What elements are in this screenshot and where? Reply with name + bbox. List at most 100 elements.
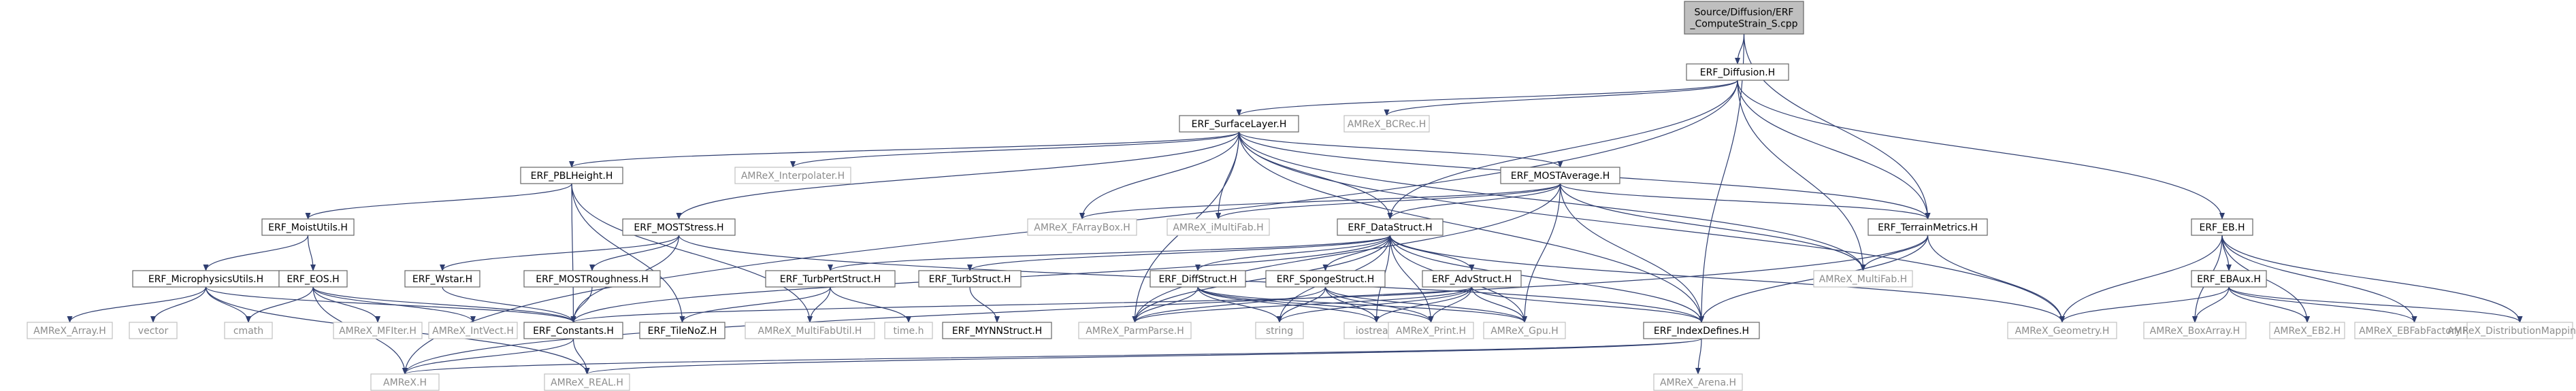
node-erf_mostaverage[interactable]: ERF_MOSTAverage.H: [1500, 167, 1620, 184]
edge-erf_mostaverage-to-amrex_gpu: [1522, 183, 1561, 323]
edge-erf_ebaux-to-amrex_geometry: [2059, 286, 2230, 323]
node-amrex_real: AMReX_REAL.H: [544, 373, 630, 391]
edge-erf_diffstruct-to-amrex_parmparse: [1132, 286, 1199, 323]
node-erf_microphysicsutils[interactable]: ERF_MicrophysicsUtils.H: [132, 270, 280, 288]
node-label-amrex_multifab: AMReX_MultiFab.H: [1819, 274, 1907, 285]
node-amrex_geometry: AMReX_Geometry.H: [2007, 322, 2117, 339]
node-amrex_multifabutil: AMReX_MultiFabUtil.H: [745, 322, 875, 339]
node-erf_datastruct[interactable]: ERF_DataStruct.H: [1337, 218, 1444, 236]
edge-erf_eb-to-amrex_distributionmapping: [2221, 235, 2523, 323]
node-box-amrex_distributionmapping: [2466, 322, 2573, 339]
edge-erf_surfacelayer-to-erf_pblheight: [569, 131, 1240, 168]
node-label-erf_mostroughness: ERF_MOSTRoughness.H: [536, 274, 649, 285]
node-erf_mostroughness[interactable]: ERF_MOSTRoughness.H: [523, 270, 661, 288]
node-box-amrex_print: [1388, 322, 1474, 339]
node-erf_turbpertstruct[interactable]: ERF_TurbPertStruct.H: [765, 270, 896, 288]
node-amrex_h: AMReX.H: [370, 373, 440, 391]
node-box-vector: [129, 322, 178, 339]
node-erf_constants[interactable]: ERF_Constants.H: [523, 322, 623, 339]
node-label-erf_diffusion: ERF_Diffusion.H: [1700, 67, 1775, 78]
node-erf_surfacelayer[interactable]: ERF_SurfaceLayer.H: [1179, 115, 1299, 133]
node-label-time_h: time.h: [894, 326, 924, 337]
node-box-amrex_imultifab: [1167, 218, 1270, 236]
node-label-amrex_interpolater: AMReX_Interpolater.H: [741, 171, 845, 182]
edge-erf_pblheight-to-erf_tilenoz: [571, 183, 685, 323]
node-amrex_array: AMReX_Array.H: [27, 322, 113, 339]
node-erf_eb[interactable]: ERF_EB.H: [2191, 218, 2253, 236]
edge-erf_mostaverage-to-erf_indexdefines: [1559, 183, 1704, 323]
edge-erf_diffusion-to-amrex_bcrec: [1384, 80, 1738, 116]
node-label-erf_terrainmetrics: ERF_TerrainMetrics.H: [1878, 222, 1978, 233]
node-label-erf_indexdefines: ERF_IndexDefines.H: [1654, 326, 1749, 337]
node-box-erf_moistutils: [261, 218, 355, 236]
edge-erf_ebaux-to-amrex_eb2: [2228, 286, 2310, 323]
node-amrex_multifab: AMReX_MultiFab.H: [1813, 270, 1913, 288]
edge-erf_diffstruct-to-amrex_print: [1197, 286, 1434, 323]
node-box-amrex_intvect: [428, 322, 518, 339]
edge-erf_surfacelayer-to-amrex_geometry: [1238, 131, 2065, 323]
node-time_h: time.h: [884, 322, 933, 339]
node-erf_diffusion[interactable]: ERF_Diffusion.H: [1686, 63, 1789, 81]
edge-erf_moistutils-to-erf_eos: [307, 235, 316, 271]
node-label-amrex_multifabutil: AMReX_MultiFabUtil.H: [758, 326, 862, 337]
node-amrex_gpu: AMReX_Gpu.H: [1483, 322, 1566, 339]
node-erf_wstar[interactable]: ERF_Wstar.H: [404, 270, 480, 288]
edge-erf_eos-to-cmath: [246, 286, 314, 323]
edge-erf_diffstruct-to-amrex_gpu: [1197, 286, 1527, 323]
node-amrex_intvect: AMReX_IntVect.H: [428, 322, 518, 339]
node-label-iostream: iostream: [1356, 326, 1398, 337]
node-erf_ebaux[interactable]: ERF_EBAux.H: [2191, 270, 2267, 288]
node-box-erf_wstar: [404, 270, 480, 288]
node-amrex_boxarray: AMReX_BoxArray.H: [2143, 322, 2247, 339]
node-amrex_farraybox: AMReX_FArrayBox.H: [1027, 218, 1137, 236]
node-label-erf_mostaverage: ERF_MOSTAverage.H: [1511, 171, 1610, 182]
node-box-root: [1684, 1, 1804, 35]
node-erf_indexdefines[interactable]: ERF_IndexDefines.H: [1643, 322, 1760, 339]
node-label-erf_eos: ERF_EOS.H: [287, 274, 339, 285]
node-erf_moststress[interactable]: ERF_MOSTStress.H: [622, 218, 736, 236]
edge-erf_datastruct-to-erf_diffstruct: [1195, 235, 1391, 271]
node-erf_moistutils[interactable]: ERF_MoistUtils.H: [261, 218, 355, 236]
edge-erf_diffusion-to-erf_surfacelayer: [1236, 80, 1738, 116]
edge-erf_datastruct-to-erf_turbpertstruct: [828, 235, 1391, 271]
edge-erf_diffstruct-to-string: [1197, 286, 1282, 323]
node-root[interactable]: Source/Diffusion/ERF_ComputeStrain_S.cpp: [1684, 1, 1804, 35]
node-label-erf_moststress: ERF_MOSTStress.H: [634, 222, 723, 233]
node-amrex_bcrec: AMReX_BCRec.H: [1343, 115, 1430, 133]
node-erf_eos[interactable]: ERF_EOS.H: [278, 270, 348, 288]
edge-erf_datastruct-to-amrex_parmparse: [1132, 235, 1391, 323]
node-label-erf_mynnstruct: ERF_MYNNStruct.H: [952, 326, 1042, 337]
node-label-string: string: [1266, 326, 1293, 337]
node-erf_turbstruct[interactable]: ERF_TurbStruct.H: [918, 270, 1022, 288]
node-box-erf_surfacelayer: [1179, 115, 1299, 133]
node-box-amrex_geometry: [2007, 322, 2117, 339]
node-amrex_distributionmapping: AMReX_DistributionMapping.H: [2447, 322, 2576, 339]
edge-erf_microphysicsutils-to-amrex_array: [67, 286, 207, 323]
edge-erf_ebaux-to-amrex_boxarray: [2192, 286, 2230, 323]
edge-erf_wstar-to-erf_constants: [442, 286, 576, 323]
node-erf_tilenoz[interactable]: ERF_TileNoZ.H: [639, 322, 725, 339]
node-label-amrex_gpu: AMReX_Gpu.H: [1490, 326, 1559, 337]
edge-erf_advstruct-to-amrex_parmparse: [1132, 286, 1473, 323]
node-box-amrex_bcrec: [1343, 115, 1430, 133]
node-label-cmath: cmath: [233, 326, 263, 337]
node-label-amrex_boxarray: AMReX_BoxArray.H: [2150, 326, 2240, 337]
edge-erf_eos-to-erf_constants: [312, 286, 576, 323]
node-label-amrex_h: AMReX.H: [383, 377, 427, 388]
node-erf_diffstruct[interactable]: ERF_DiffStruct.H: [1150, 270, 1246, 288]
node-erf_mynnstruct[interactable]: ERF_MYNNStruct.H: [942, 322, 1052, 339]
node-label-amrex_farraybox: AMReX_FArrayBox.H: [1034, 222, 1130, 233]
node-box-erf_mostroughness: [523, 270, 661, 288]
node-erf_terrainmetrics[interactable]: ERF_TerrainMetrics.H: [1868, 218, 1988, 236]
node-erf_pblheight[interactable]: ERF_PBLHeight.H: [520, 167, 623, 184]
node-box-erf_microphysicsutils: [132, 270, 280, 288]
nodes-layer: Source/Diffusion/ERF_ComputeStrain_S.cpp…: [27, 1, 2576, 391]
edge-erf_mostaverage-to-amrex_multifab: [1559, 183, 1866, 271]
node-amrex_print: AMReX_Print.H: [1388, 322, 1474, 339]
edge-erf_advstruct-to-amrex_print: [1428, 286, 1473, 323]
node-erf_advstruct[interactable]: ERF_AdvStruct.H: [1422, 270, 1522, 288]
edge-erf_turbpertstruct-to-erf_tilenoz: [679, 286, 831, 323]
edge-erf_datastruct-to-erf_spongestruct: [1322, 235, 1391, 271]
node-erf_spongestruct[interactable]: ERF_SpongeStruct.H: [1265, 270, 1386, 288]
